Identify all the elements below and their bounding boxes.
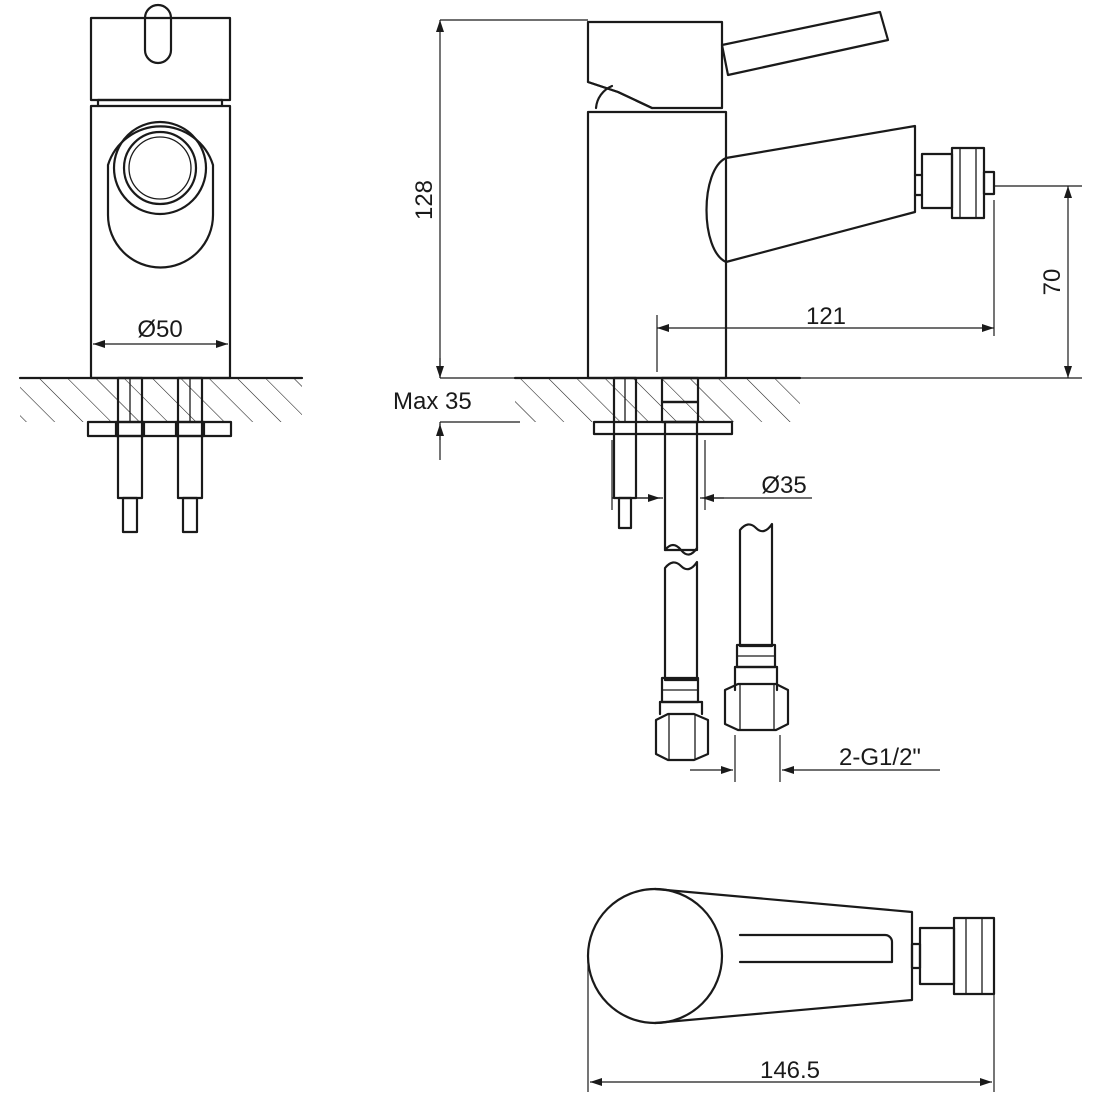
lever-handle <box>720 10 890 77</box>
mounting-studs <box>114 376 206 534</box>
top-spout <box>653 887 914 1025</box>
height-label: 128 <box>411 180 438 220</box>
hose-nut-left <box>654 712 710 762</box>
top-lever <box>738 933 894 964</box>
lever-knob <box>143 3 173 65</box>
top-cap <box>586 887 724 1025</box>
max-thickness-label: Max 35 <box>393 388 472 415</box>
aerator-mesh <box>128 136 192 200</box>
front-view: Ø50 <box>18 3 304 534</box>
side-view: 128 70 121 Max 35 <box>393 10 1082 782</box>
diameter-label: Ø50 <box>137 316 182 343</box>
front-cap <box>89 16 232 102</box>
spout <box>724 124 917 264</box>
supply-hose-left <box>654 560 710 762</box>
side-cap <box>586 20 724 110</box>
mounting-plate <box>86 420 233 438</box>
top-view: 146.5 <box>586 887 996 1092</box>
total-length-label: 146.5 <box>760 1057 820 1084</box>
side-countertop-hatch <box>515 378 800 422</box>
supply-hose-upper <box>660 376 700 556</box>
hole-diameter-label: Ø35 <box>761 472 806 499</box>
outlet-connector <box>913 146 996 220</box>
thread-label: 2-G1/2" <box>839 744 921 771</box>
spout-height-label: 70 <box>1039 269 1066 296</box>
hose-nut-right <box>723 682 790 732</box>
supply-hose-right <box>723 522 790 732</box>
countertop-hatch <box>20 378 302 422</box>
top-connector <box>918 926 956 986</box>
aerator-housing <box>106 125 215 269</box>
reach-label: 121 <box>806 303 846 330</box>
